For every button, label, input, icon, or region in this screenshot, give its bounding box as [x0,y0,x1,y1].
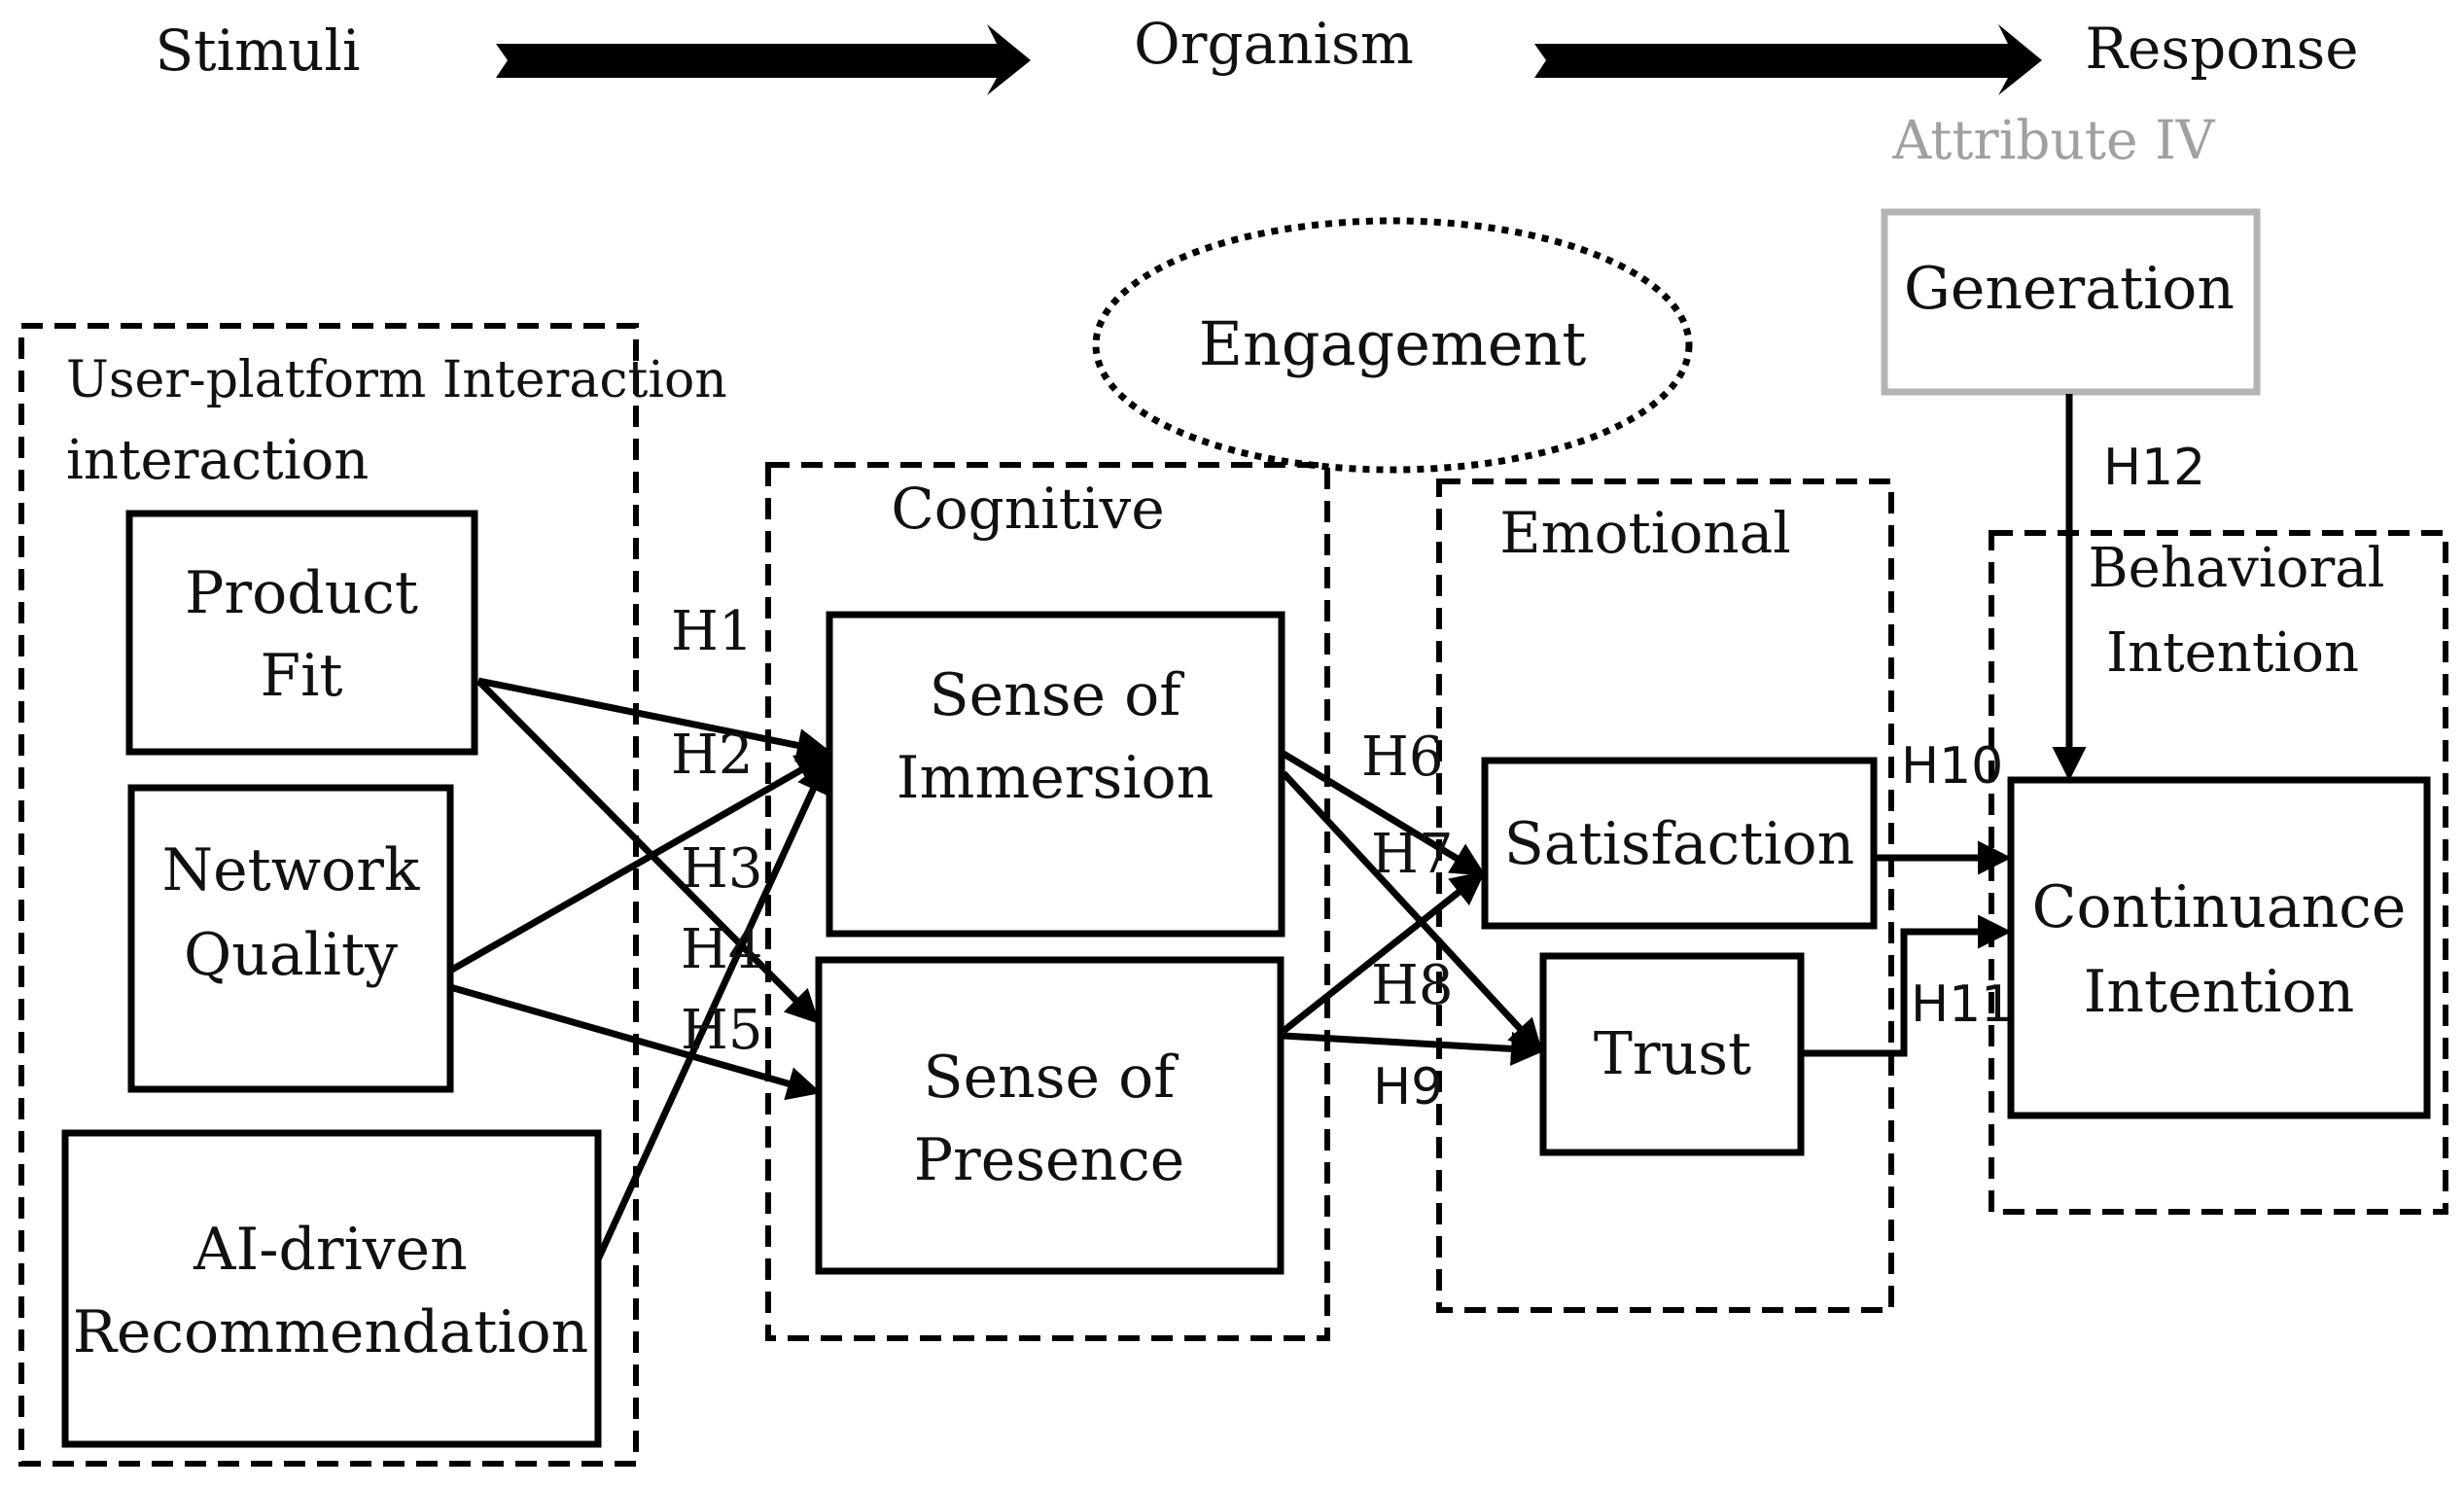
generation-label: Generation [1904,255,2235,323]
arrow-h6 [1282,751,1486,876]
network-quality-label-1: Network [162,836,420,904]
satisfaction-label: Satisfaction [1504,810,1855,878]
label-h4: H4 [681,918,762,981]
flow-arrow-1 [496,24,1031,95]
label-h8: H8 [1371,954,1453,1017]
continuance-node [2007,776,2431,1119]
engagement-label: Engagement [1199,308,1587,379]
satisfaction-node [1481,757,1878,930]
arrow-h3 [448,753,831,974]
ai-recommendation-node [61,1129,602,1448]
cognitive-group [765,462,1330,1341]
behavioral-group-subtitle: Intention [2106,621,2359,685]
trust-label: Trust [1594,1020,1751,1088]
continuance-label-2: Intention [2084,958,2355,1026]
network-quality-label-2: Quality [184,921,398,989]
presence-label-2: Presence [914,1126,1185,1194]
arrow-h2 [475,678,820,1024]
emotional-group [1436,478,1894,1313]
behavioral-group-title: Behavioral [2088,537,2384,600]
cognitive-group-title: Cognitive [891,476,1164,542]
immersion-label-1: Sense of [930,661,1185,729]
arrow-h8 [1281,870,1486,1034]
label-h12: H12 [2103,439,2205,497]
hypothesis-labels: H1 H2 H3 H4 H5 H6 H7 H8 H9 H10 H11 H12 [671,439,2205,1116]
ai-recommendation-label-1: AI-driven [193,1216,468,1284]
arrow-h4 [449,983,822,1101]
label-h11: H11 [1911,975,2013,1034]
flow-response-label: Response [2085,16,2358,82]
generation-node [1881,208,2261,396]
label-h1: H1 [671,600,753,663]
label-h9: H9 [1373,1058,1443,1116]
label-h10: H10 [1901,737,2003,796]
flow-arrow-2 [1534,24,2042,95]
presence-label-1: Sense of [924,1044,1179,1112]
arrow-h11 [1804,914,2012,1057]
label-h2: H2 [671,724,753,787]
immersion-label-2: Immersion [897,744,1214,812]
flow-organism-label: Organism [1134,11,1414,77]
presence-node [815,956,1285,1275]
interaction-group [18,323,639,1467]
interaction-group-title: User-platform Interaction [66,351,727,409]
engagement-ellipse [1092,217,1693,474]
interaction-group-subtitle: interaction [66,429,369,492]
arrow-h1 [477,677,831,762]
continuance-label-1: Continuance [2032,873,2407,941]
emotional-group-title: Emotional [1499,500,1791,566]
label-h5: H5 [681,999,762,1062]
product-fit-node [125,510,478,756]
flow-stimuli-label: Stimuli [155,18,360,84]
label-h6: H6 [1361,726,1443,789]
network-quality-node [127,784,454,1093]
arrow-h9 [1283,1031,1545,1066]
attribute-label: Attribute IV [1891,109,2215,171]
product-fit-label-2: Fit [261,642,343,710]
ai-recommendation-label-2: Recommendation [73,1298,589,1366]
label-h3: H3 [681,837,762,901]
arrow-h5 [594,758,829,1261]
label-h7: H7 [1371,823,1453,886]
hypothesis-arrows [448,394,2087,1261]
product-fit-label-1: Product [185,559,418,627]
arrow-h7 [1281,770,1543,1054]
